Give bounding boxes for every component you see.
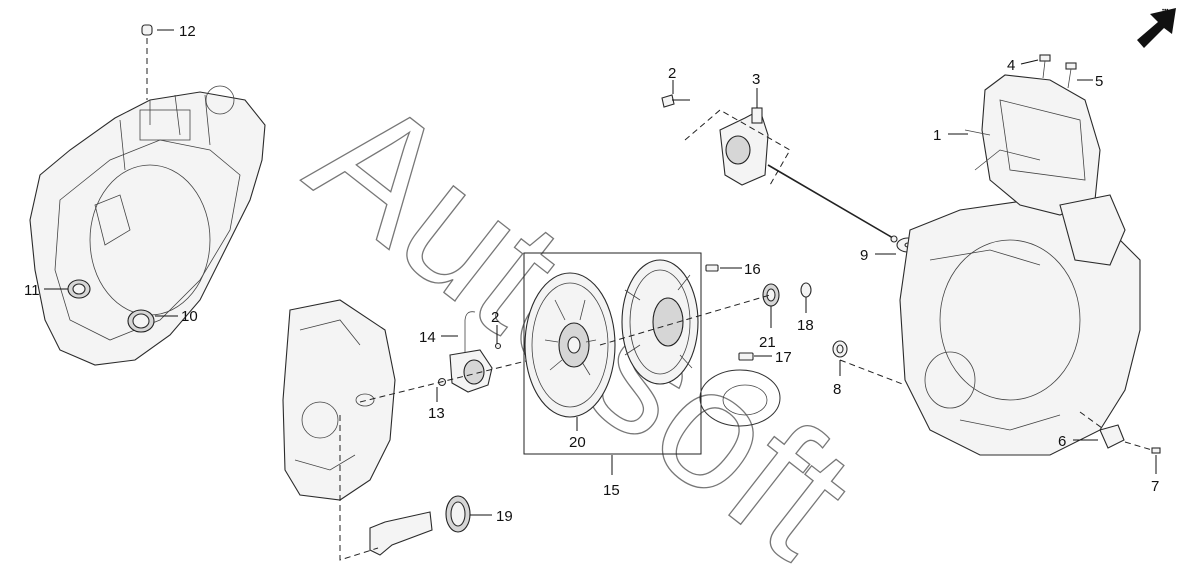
callout-label-10: 10 [181,308,198,325]
callout-5: 5 [1077,73,1103,90]
callout-label-7: 7 [1151,478,1159,495]
callout-13: 13 [428,387,445,422]
bolt-2-top [661,94,690,108]
clutch-disc-20 [524,272,616,418]
callout-label-20: 20 [569,434,586,451]
callout-label-2-top: 2 [668,65,676,82]
actuator-module-1 [964,74,1126,266]
lower-bell-housing [282,299,396,501]
callout-label-19: 19 [496,508,513,525]
callout-11: 11 [24,282,68,299]
bolt-17 [738,352,754,361]
callout-9: 9 [860,247,896,264]
bolt-5 [1065,62,1077,89]
clutch-kit-frame [523,252,702,455]
bolt-4 [1039,54,1051,79]
callout-20: 20 [569,417,586,451]
callout-label-3: 3 [752,71,760,88]
callout-10: 10 [155,308,198,325]
callout-17: 17 [754,349,792,366]
shift-lever-3 [684,107,898,243]
bolt-7 [1124,441,1161,454]
callout-label-9: 9 [860,247,868,264]
callout-18: 18 [797,297,814,334]
callout-label-15: 15 [603,482,620,499]
plug-12 [141,24,153,100]
input-shaft-19 [339,415,471,561]
callout-label-6: 6 [1058,433,1066,450]
callout-label-1: 1 [933,127,941,144]
callout-2-mid: 2 [491,309,499,344]
callout-7: 7 [1151,455,1159,495]
callout-14: 14 [419,329,458,346]
callout-8: 8 [833,360,841,398]
callout-label-5: 5 [1095,73,1103,90]
callout-12: 12 [157,23,196,40]
callout-label-2-mid: 2 [491,309,499,326]
bolt-16 [705,264,719,272]
callout-15: 15 [603,455,620,499]
callout-label-16: 16 [744,261,761,278]
callout-6: 6 [1058,433,1098,450]
flywheel-ring [699,369,781,427]
callout-4: 4 [1007,57,1039,74]
callout-label-18: 18 [797,317,814,334]
callout-label-4: 4 [1007,57,1015,74]
callout-2-top: 2 [668,65,676,94]
bushing-18 [800,282,812,298]
callout-label-12: 12 [179,23,196,40]
callout-label-14: 14 [419,329,436,346]
callout-label-17: 17 [775,349,792,366]
callout-3: 3 [752,71,760,108]
callout-16: 16 [720,261,761,278]
left-transmission-housing [29,85,266,366]
pressure-plate [621,259,699,385]
plug-8 [832,340,848,358]
release-bearing-14 [437,311,502,393]
seal-ring-11 [67,279,91,299]
pilot-bearing-21 [762,283,780,307]
callout-label-8: 8 [833,381,841,398]
sensor-6 [1079,411,1125,449]
callout-1: 1 [933,127,968,144]
callout-19: 19 [470,508,513,525]
callout-label-13: 13 [428,405,445,422]
seal-ring-10 [127,309,155,333]
callout-label-21: 21 [759,334,776,351]
callout-label-11: 11 [24,282,40,299]
callout-21: 21 [759,306,776,351]
direction-arrow-icon: ••• [1137,8,1176,48]
svg-text:•••: ••• [1162,8,1168,14]
